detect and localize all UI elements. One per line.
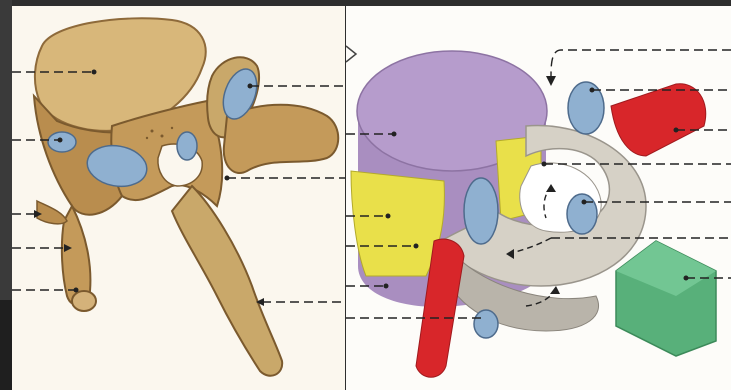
leader-dot (590, 88, 595, 93)
right-panel-vertebra-schematic (346, 6, 731, 390)
leader-dot (386, 214, 391, 219)
leader-arrowhead (550, 286, 560, 294)
leader-arrowhead (546, 76, 556, 86)
leader-dot (58, 138, 63, 143)
leader-dot (674, 128, 679, 133)
left-lateral-process (37, 201, 67, 224)
leader-dot (582, 200, 587, 205)
leader-dot (542, 162, 547, 167)
pointer-chevron (346, 46, 356, 62)
leader-dot (384, 284, 389, 289)
lower-articular-knob (72, 291, 96, 311)
leader-dot (414, 244, 419, 249)
superior-articular-facet-left (464, 178, 498, 244)
leader-dot (225, 176, 230, 181)
leader-dot (248, 84, 253, 89)
inferior-articular-facet (567, 194, 597, 234)
leader-line (551, 50, 731, 78)
pedicle (351, 171, 444, 276)
costal-facet-upper (48, 132, 76, 152)
transverse-process-right (611, 84, 706, 156)
transverse-costal-facet (177, 132, 197, 160)
left-panel-vertebra-drawing (12, 6, 345, 390)
leader-dot (684, 276, 689, 281)
inferior-articular-facet-lower (474, 310, 498, 338)
spinous-process (172, 186, 282, 376)
leader-dot (92, 70, 97, 75)
leader-dot (74, 288, 79, 293)
leader-dot (392, 132, 397, 137)
